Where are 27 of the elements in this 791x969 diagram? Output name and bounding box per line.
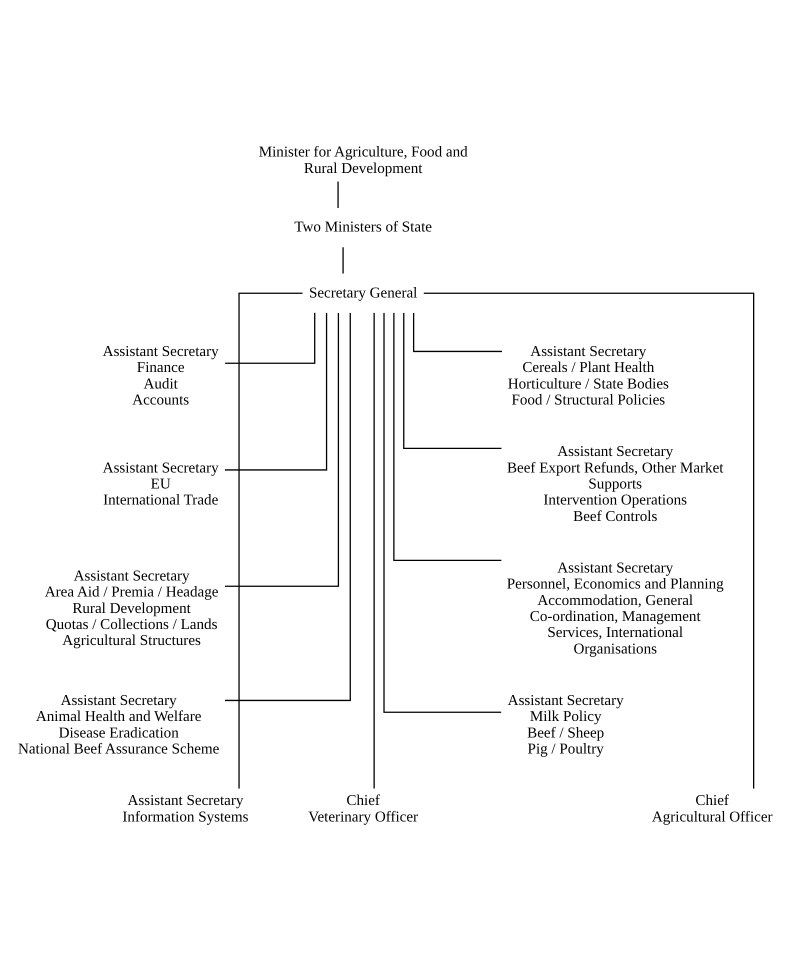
node-text: Two Ministers of State [294, 219, 432, 236]
node-text: Assistant Secretary Finance Audit Accounts [102, 343, 219, 408]
connector [225, 312, 316, 364]
node-text: Chief Veterinary Officer [308, 792, 418, 825]
node-text: Chief Agricultural Officer [652, 792, 773, 825]
node-text: Assistant Secretary Milk Policy Beef / Sheep Pig / Poultry [508, 692, 624, 757]
connector [238, 292, 303, 788]
node-text: Minister for Agriculture, Food and Rural Development [258, 144, 468, 176]
connector [374, 312, 375, 788]
connector [424, 292, 754, 788]
connector [383, 312, 502, 712]
connector [393, 312, 502, 561]
connector [225, 312, 340, 586]
connector [412, 312, 502, 352]
connector [224, 312, 351, 701]
node-text: Assistant Secretary Information Systems [122, 792, 248, 825]
node-text: Assistant Secretary Area Aid / Premia / Headage Rural Development Quotas / Collections / Lands Agricultural Structures [44, 568, 218, 649]
node-text: Secretary General [308, 284, 418, 301]
node-text: Assistant Secretary Personnel, Economics and Planning Accommodation, General Co-ordination, Management Services, International Organisations [506, 560, 724, 657]
node-text: Assistant Secretary Beef Export Refunds, Other Market Supports Intervention Operations Beef Controls [507, 444, 724, 524]
connector [337, 181, 339, 208]
node-text: Assistant Secretary EU International Trade [102, 460, 219, 508]
node-text: Assistant Secretary Animal Health and Welfare Disease Eradication National Beef Assurance Scheme [18, 692, 220, 757]
connector [403, 312, 502, 449]
connector [224, 312, 328, 470]
connector [342, 246, 344, 274]
node-text: Assistant Secretary Cereals / Plant Health Horticulture / State Bodies Food / Structural Policies [508, 343, 669, 408]
